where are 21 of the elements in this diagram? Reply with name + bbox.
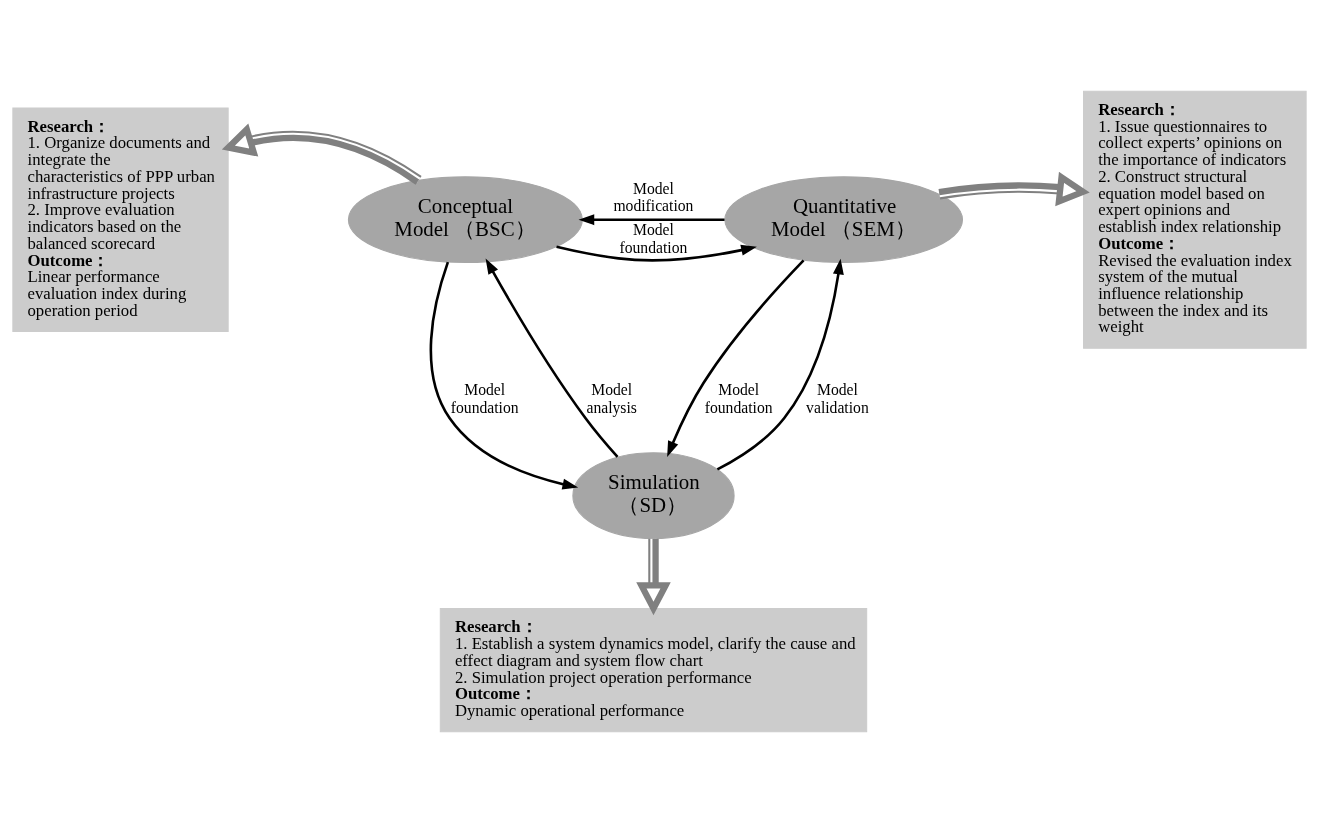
arrow [578,214,725,226]
arrow [221,123,422,185]
node-ellipse: Quantitative Model （SEM） [724,176,964,264]
edge-label: Model validation [806,381,869,417]
node-box: Research： 1. Establish a system dynamics model, clarify the cause and effect diagram and system flow chart 2. Simulation project operation performance Outcome： Dynamic operational performance [439,607,868,733]
node-ellipse: Conceptual Model （BSC） [347,176,583,264]
edge-label: Model foundation [450,381,519,417]
arrow [636,538,671,616]
edge-label: Model foundation [704,381,773,417]
node-ellipse: Simulation （SD） [572,452,735,540]
edge-label: Model modification [613,179,694,215]
edge-label: Model foundation [619,221,688,257]
arrow [667,259,805,457]
arrow [716,258,844,471]
arrow [485,258,619,458]
arrow [938,171,1090,207]
node-box: Research： 1. Organize documents and integrate the characteristics of PPP urban infrastructure projects 2. Improve evaluation indicators based on the balanced scorecard Outcome： Linear performance evaluation index during operation period [12,107,229,333]
edge-label: Model analysis [586,381,637,417]
node-box: Research： 1. Issue questionnaires to collect experts’ opinions on the importance of indicators 2. Construct structural equation model based on expert opinions and establish index relationship Outcome： Revised the evaluation index system of the mutual influence relationship between the index and its weight [1083,90,1307,349]
arrow [429,261,579,490]
arrow [556,244,757,262]
